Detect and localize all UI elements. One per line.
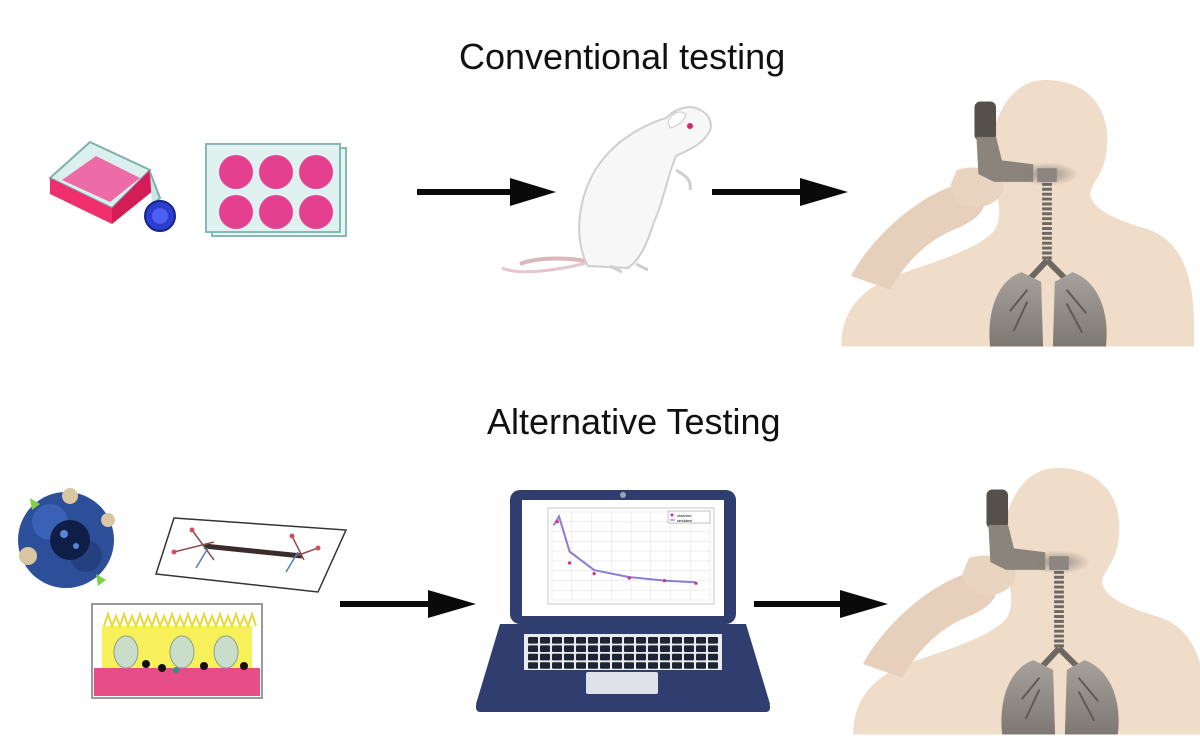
keyboard-key — [528, 645, 538, 652]
keyboard-key — [612, 645, 622, 652]
keyboard-key — [696, 637, 706, 644]
keyboard-key — [564, 645, 574, 652]
keyboard-key — [600, 662, 610, 669]
conventional-testing-title: Conventional testing — [459, 36, 786, 77]
keyboard-key — [564, 653, 574, 661]
keyboard-key — [600, 653, 610, 661]
keyboard-key — [648, 653, 658, 661]
keyboard-key — [576, 662, 586, 669]
transwell-insert-icon — [91, 603, 263, 699]
cell-culture-flask-icon — [48, 140, 176, 232]
keyboard-key — [684, 662, 694, 669]
keyboard-key — [636, 653, 646, 661]
keyboard-key — [660, 637, 670, 644]
laptop-model-icon: observed simulated — [476, 490, 770, 712]
rat-icon — [501, 106, 712, 274]
keyboard-key — [636, 645, 646, 652]
keyboard-key — [684, 653, 694, 661]
keyboard-key — [624, 637, 634, 644]
keyboard-key — [588, 662, 598, 669]
keyboard-key — [576, 653, 586, 661]
keyboard-key — [528, 662, 538, 669]
legend-simulated: simulated — [677, 519, 692, 523]
arrow-1 — [417, 178, 556, 206]
plot-grid — [551, 511, 711, 601]
observed-point — [627, 576, 631, 580]
keyboard-key — [648, 645, 658, 652]
observed-point — [694, 581, 698, 585]
plot-legend — [667, 510, 711, 524]
keyboard-key — [540, 637, 550, 644]
keyboard-key — [624, 653, 634, 661]
keyboard-key — [636, 637, 646, 644]
keyboard-key — [564, 637, 574, 644]
keyboard-key — [660, 662, 670, 669]
keyboard-key — [636, 662, 646, 669]
organoid-icon — [18, 488, 115, 588]
observed-point — [568, 561, 572, 565]
keyboard-key — [588, 645, 598, 652]
keyboard-key — [612, 653, 622, 661]
keyboard — [528, 637, 718, 669]
keyboard-key — [672, 637, 682, 644]
keyboard-key — [708, 637, 718, 644]
keyboard-key — [552, 637, 562, 644]
keyboard-key — [708, 645, 718, 652]
arrow-4 — [754, 590, 888, 618]
keyboard-key — [600, 645, 610, 652]
keyboard-key — [588, 653, 598, 661]
keyboard-key — [672, 662, 682, 669]
arrow-3 — [340, 590, 476, 618]
keyboard-key — [612, 637, 622, 644]
keyboard-key — [624, 662, 634, 669]
keyboard-key — [672, 645, 682, 652]
legend-observed: observed — [677, 514, 691, 518]
observed-series-points — [555, 520, 698, 585]
arrow-2 — [712, 178, 848, 206]
six-well-plate-icon — [205, 143, 347, 237]
organ-on-chip-icon — [155, 517, 348, 593]
keyboard-key — [552, 653, 562, 661]
keyboard-key — [540, 653, 550, 661]
keyboard-key — [600, 637, 610, 644]
keyboard-key — [684, 645, 694, 652]
keyboard-key — [540, 645, 550, 652]
keyboard-key — [708, 662, 718, 669]
keyboard-key — [624, 645, 634, 652]
observed-point — [555, 520, 559, 524]
keyboard-key — [528, 637, 538, 644]
keyboard-key — [648, 662, 658, 669]
keyboard-key — [660, 645, 670, 652]
keyboard-key — [696, 662, 706, 669]
human-inhaler-lungs-icon — [841, 80, 1194, 347]
observed-point — [662, 579, 667, 583]
human-inhaler-lungs-icon-2 — [853, 468, 1200, 735]
keyboard-key — [696, 653, 706, 661]
keyboard-key — [552, 662, 562, 669]
keyboard-key — [540, 662, 550, 669]
alternative-testing-title: Alternative Testing — [487, 401, 781, 442]
keyboard-key — [588, 637, 598, 644]
keyboard-key — [648, 637, 658, 644]
keyboard-key — [660, 653, 670, 661]
keyboard-key — [696, 645, 706, 652]
keyboard-key — [612, 662, 622, 669]
keyboard-key — [672, 653, 682, 661]
keyboard-key — [708, 653, 718, 661]
keyboard-key — [576, 637, 586, 644]
keyboard-key — [576, 645, 586, 652]
keyboard-key — [528, 653, 538, 661]
keyboard-key — [684, 637, 694, 644]
keyboard-key — [564, 662, 574, 669]
observed-point — [592, 572, 596, 576]
keyboard-key — [552, 645, 562, 652]
